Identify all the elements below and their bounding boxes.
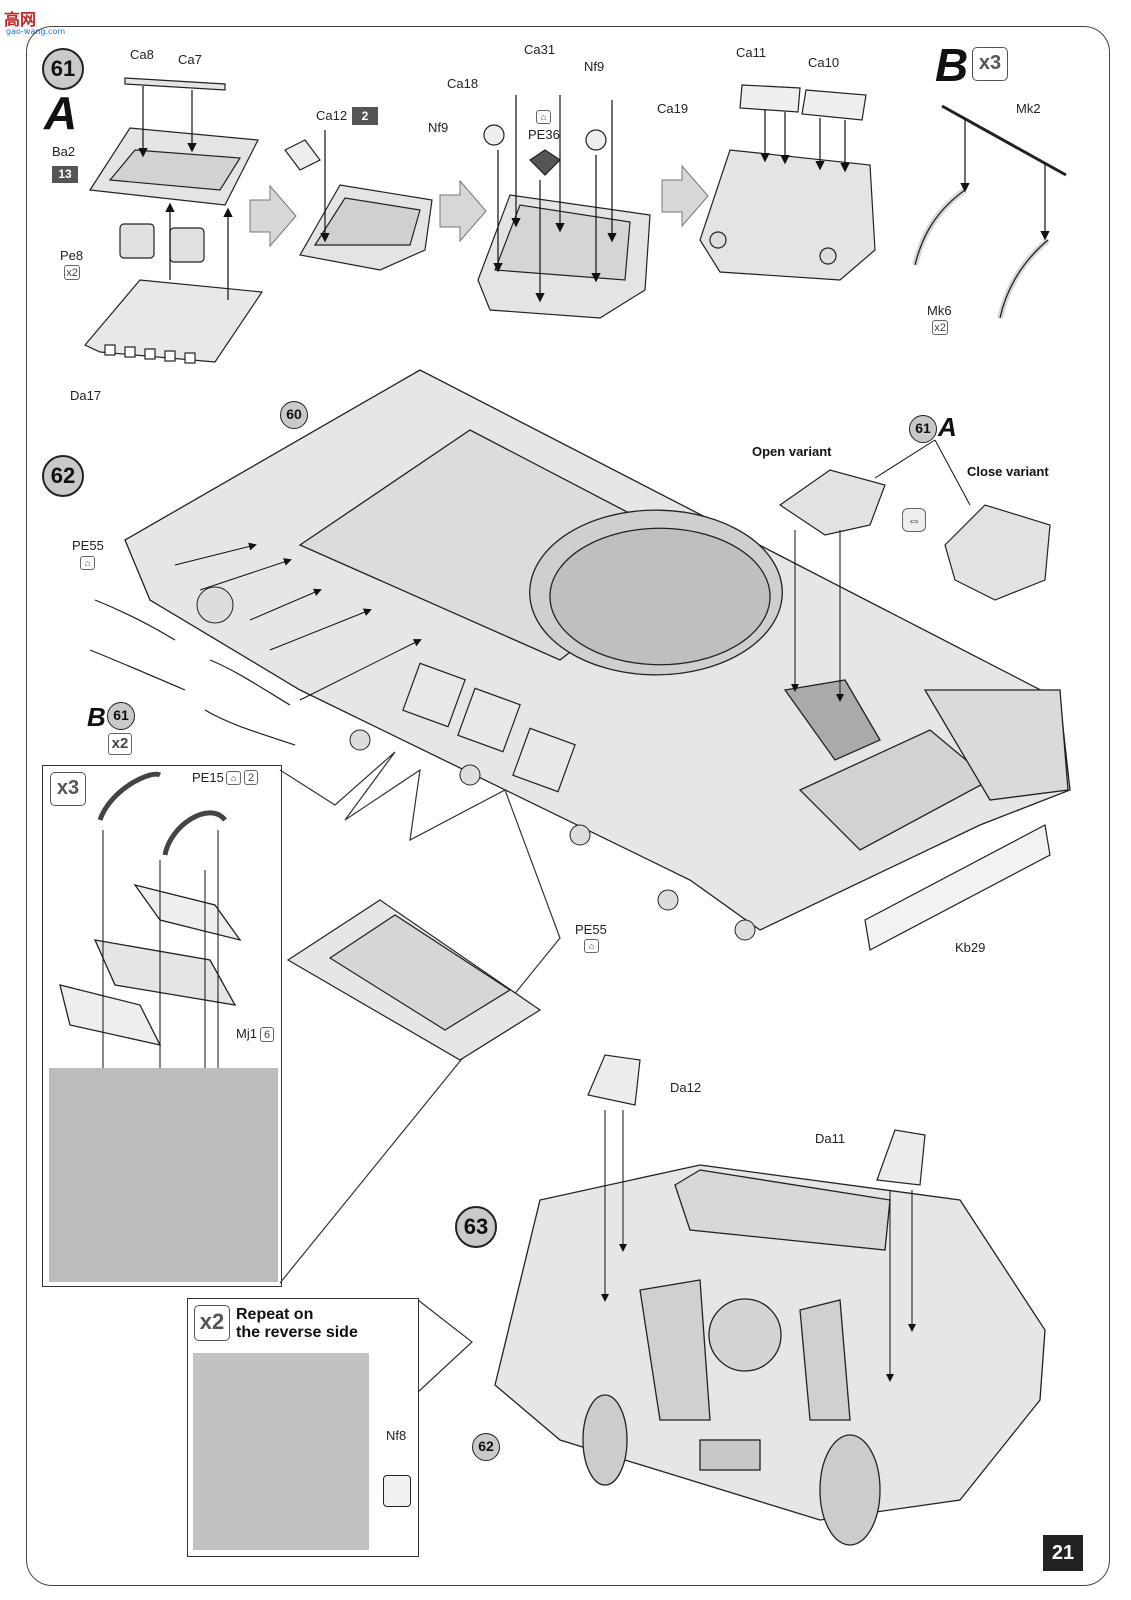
hatch-stage-ca12 bbox=[284, 139, 433, 271]
part-ba2: Ba2 bbox=[52, 144, 76, 159]
left-handles bbox=[89, 599, 296, 746]
part-nf8: Nf8 bbox=[386, 1428, 407, 1443]
part-mk6-qty: x2 bbox=[932, 320, 948, 335]
part-ca10: Ca10 bbox=[808, 55, 840, 70]
page-number: 21 bbox=[1043, 1535, 1083, 1571]
repeat-line-1: Repeat on bbox=[236, 1306, 314, 1323]
part-ca18: Ca18 bbox=[447, 76, 479, 91]
open-variant-label: Open variant bbox=[752, 444, 832, 459]
variant-b-letter: B bbox=[935, 39, 969, 91]
part-ca31: Ca31 bbox=[524, 42, 556, 57]
part-mj1-qty: 6 bbox=[260, 1027, 274, 1042]
watermark-logo: 高网 bbox=[4, 12, 37, 29]
pe36-etch-icon: ⌂ bbox=[536, 110, 551, 124]
ref-60-badge: 60 bbox=[280, 401, 308, 429]
repeat-photo bbox=[193, 1353, 369, 1550]
hatch-stage-covers bbox=[699, 84, 876, 281]
hatch-a-parts bbox=[84, 77, 264, 364]
part-da11: Da11 bbox=[815, 1131, 846, 1146]
part-da17: Da17 bbox=[70, 388, 102, 403]
part-ba2-count: 13 bbox=[52, 166, 78, 183]
inset-x3-panel bbox=[42, 765, 282, 1287]
wheel-hubs bbox=[196, 586, 756, 941]
part-mk2: Mk2 bbox=[1016, 101, 1041, 116]
part-pe36: PE36 bbox=[528, 127, 560, 142]
inset-x3-photo bbox=[49, 1068, 278, 1282]
callout-lines bbox=[279, 751, 561, 1284]
ref-61a-variant: A bbox=[938, 412, 957, 442]
page-frame bbox=[26, 26, 1110, 1586]
step-61-badge: 61 bbox=[42, 48, 84, 90]
ref-61b-variant: B bbox=[87, 702, 106, 732]
part-pe8: Pe8 bbox=[60, 248, 84, 263]
hull-rear bbox=[494, 1164, 1046, 1546]
pe55-bottom-etch-icon: ⌂ bbox=[584, 939, 599, 953]
part-ca12: Ca12 bbox=[316, 108, 348, 123]
track-tray bbox=[286, 899, 542, 1061]
part-nf9-right: Nf9 bbox=[584, 59, 605, 74]
part-mk6: Mk6 bbox=[927, 303, 952, 318]
hatch-stage-handles bbox=[477, 124, 651, 319]
nf8-part-shape bbox=[383, 1475, 411, 1507]
inset-x3-qty: x3 bbox=[50, 772, 86, 806]
ref-62-badge: 62 bbox=[472, 1433, 500, 1461]
part-pe8-qty: x2 bbox=[64, 265, 80, 280]
mk-rails bbox=[912, 104, 1067, 319]
part-da12: Da12 bbox=[670, 1080, 702, 1095]
part-pe15-qty: 2 bbox=[244, 770, 258, 785]
pe15-etch-icon: ⌂ bbox=[226, 771, 241, 785]
swap-icon: ⇔ bbox=[902, 508, 926, 532]
hatch-variants bbox=[778, 469, 1051, 601]
ref-61a-badge: 61 bbox=[909, 415, 937, 443]
part-nf9-left: Nf9 bbox=[428, 120, 449, 135]
ref-61b-badge: 61 bbox=[107, 702, 135, 730]
kb29-part bbox=[864, 824, 1051, 951]
repeat-line-2: the reverse side bbox=[236, 1324, 358, 1341]
part-ca7: Ca7 bbox=[178, 52, 202, 67]
part-ca8: Ca8 bbox=[130, 47, 154, 62]
flow-arrows bbox=[249, 164, 709, 248]
step-62-badge: 62 bbox=[42, 455, 84, 497]
part-pe55-bottom: PE55 bbox=[575, 922, 607, 937]
part-ca12-count: 2 bbox=[352, 107, 378, 125]
step-63-badge: 63 bbox=[455, 1206, 497, 1248]
hull-main bbox=[124, 369, 1071, 931]
ref-61b-qty: x2 bbox=[108, 733, 132, 755]
part-ca19: Ca19 bbox=[657, 101, 689, 116]
step-61-variant: A bbox=[44, 87, 78, 139]
part-mj1: Mj1 bbox=[236, 1026, 257, 1041]
track-links bbox=[402, 662, 576, 793]
part-pe15: PE15 bbox=[192, 770, 224, 785]
repeat-panel bbox=[187, 1298, 419, 1557]
part-pe55-left: PE55 bbox=[72, 538, 104, 553]
repeat-qty: x2 bbox=[194, 1305, 230, 1341]
pe55-left-etch-icon: ⌂ bbox=[80, 556, 95, 570]
inset-parts bbox=[59, 771, 242, 1046]
close-variant-label: Close variant bbox=[967, 464, 1049, 479]
part-kb29: Kb29 bbox=[955, 940, 986, 955]
variant-b-qty: x3 bbox=[972, 47, 1008, 81]
da-parts bbox=[587, 1054, 926, 1186]
part-ca11: Ca11 bbox=[736, 45, 767, 60]
